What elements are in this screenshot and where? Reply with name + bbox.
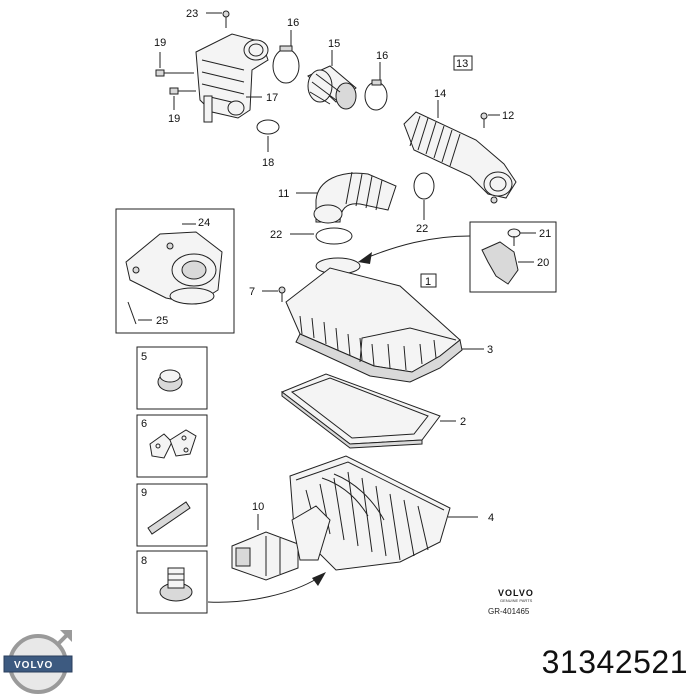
callout-12: 12 <box>502 110 514 122</box>
callout-1: 1 <box>425 276 431 288</box>
elbow-hose-part-11 <box>296 171 397 224</box>
callout-9: 9 <box>141 487 147 499</box>
callout-3: 3 <box>487 344 493 356</box>
callout-6: 6 <box>141 418 147 430</box>
screw-part-23 <box>206 10 230 28</box>
volvo-iron-mark-icon: VOLVO <box>3 630 73 694</box>
assembly-box-1 <box>420 273 437 288</box>
callout-8: 8 <box>141 555 147 567</box>
hose-clamp-part-22-right <box>413 172 435 220</box>
pointer-arrow-upper <box>365 235 471 259</box>
logo-text: VOLVO <box>14 660 53 671</box>
detail-box-24-25 <box>115 208 235 334</box>
air-filter-cover-part-3 <box>285 257 484 383</box>
screw-part-12 <box>480 112 500 128</box>
part-number: 31342521 <box>541 644 688 680</box>
callout-16-top-left: 16 <box>287 17 299 29</box>
callout-20: 20 <box>537 257 549 269</box>
callout-15: 15 <box>328 38 340 50</box>
callout-25: 25 <box>156 315 168 327</box>
callout-17: 17 <box>266 92 278 104</box>
callout-5: 5 <box>141 351 147 363</box>
callout-18: 18 <box>262 157 274 169</box>
detail-box-8 <box>136 550 208 614</box>
bolt-part-19-upper <box>155 52 194 77</box>
callout-10: 10 <box>252 501 264 513</box>
brand-name: VOLVO <box>498 588 534 598</box>
hose-clamp-part-22-left <box>290 227 353 245</box>
throttle-housing-part-17 <box>195 33 269 123</box>
callout-23: 23 <box>186 8 198 20</box>
callout-22-left: 22 <box>270 229 282 241</box>
callout-21: 21 <box>539 228 551 240</box>
callout-16-top-right: 16 <box>376 50 388 62</box>
callout-24: 24 <box>198 217 210 229</box>
callout-19-lower: 19 <box>168 113 180 125</box>
mass-air-flow-sensor-part-10 <box>231 505 331 581</box>
hose-clamp-part-16-left <box>272 30 300 84</box>
bolt-part-19-lower <box>169 87 196 110</box>
callout-13: 13 <box>456 58 468 70</box>
coupling-hose-part-15 <box>307 50 357 110</box>
screw-part-7 <box>262 286 286 302</box>
callout-11: 11 <box>278 188 289 200</box>
pointer-arrowhead-upper <box>358 252 372 264</box>
seal-ring-part-18 <box>256 119 280 152</box>
detail-box-20-21 <box>469 221 557 293</box>
hose-clamp-part-16-right <box>364 62 388 111</box>
callout-2: 2 <box>460 416 466 428</box>
callout-19-upper: 19 <box>154 37 166 49</box>
pointer-arrow-lower <box>207 577 319 603</box>
brand-tagline: GENUINE PARTS <box>500 598 533 603</box>
callout-14: 14 <box>434 88 446 100</box>
detail-box-5 <box>136 346 208 410</box>
callout-4: 4 <box>488 512 494 524</box>
callout-7: 7 <box>249 286 255 298</box>
air-filter-element-part-2 <box>281 373 456 449</box>
intake-pipe-part-14 <box>403 100 517 204</box>
detail-box-6 <box>136 414 208 478</box>
detail-box-9 <box>136 483 208 547</box>
assembly-box-13 <box>453 55 473 71</box>
pointer-arrowhead-lower <box>312 572 326 586</box>
diagram-reference: GR-401465 <box>488 607 530 616</box>
callout-22-right: 22 <box>416 223 428 235</box>
